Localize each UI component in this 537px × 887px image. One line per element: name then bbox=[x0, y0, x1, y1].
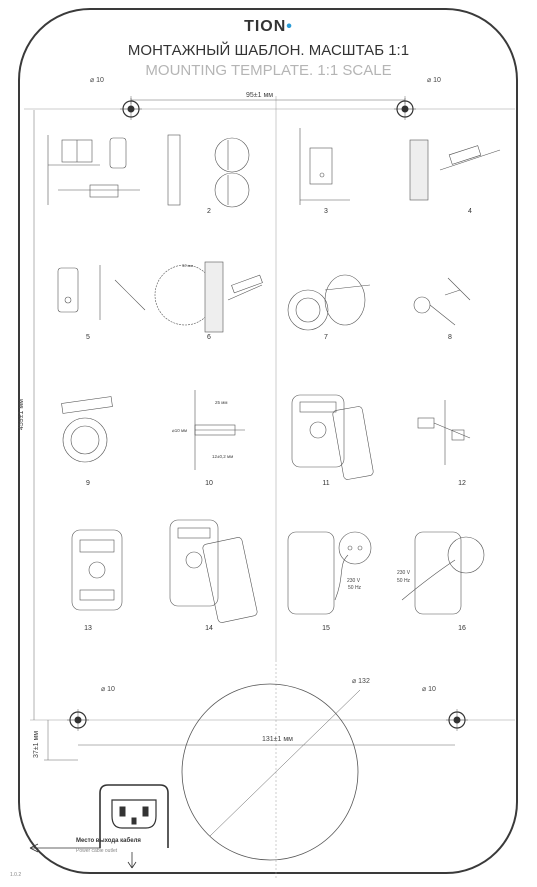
illustration-10 bbox=[194, 390, 245, 470]
illustration-3 bbox=[299, 128, 350, 205]
step-number: 7 bbox=[324, 334, 328, 341]
cable-outlet-label: Место выхода кабеля bbox=[76, 838, 141, 844]
big-hole bbox=[181, 683, 361, 861]
illustration-15 bbox=[287, 531, 372, 615]
step-number: 10 bbox=[205, 480, 213, 487]
step-number: 11 bbox=[322, 480, 330, 487]
hole-top-right bbox=[394, 98, 416, 120]
f16-hz: 50 Hz bbox=[397, 578, 411, 584]
dim-vertical-left: 459±1 мм bbox=[18, 399, 25, 430]
version-label: 1.0.2 bbox=[10, 872, 22, 878]
step-number: 8 bbox=[448, 334, 452, 341]
f10-10mm: ⌀10 мм bbox=[172, 428, 188, 433]
step-number: 5 bbox=[86, 334, 90, 341]
step-number: 15 bbox=[322, 625, 330, 632]
illustration-9 bbox=[61, 396, 113, 463]
dim-horizontal-top: 95±1 мм bbox=[246, 92, 274, 99]
hole-bottom-left bbox=[67, 709, 89, 731]
dim-vertical-bottom: 37±1 мм bbox=[33, 730, 40, 758]
step-number: 4 bbox=[468, 208, 472, 215]
hole-top-left bbox=[120, 98, 142, 120]
f15-voltage: 230 V bbox=[347, 578, 361, 584]
illustration-8 bbox=[413, 277, 471, 326]
hole-bottom-right bbox=[446, 709, 468, 731]
illustration-5 bbox=[57, 265, 146, 320]
dim-horizontal-bottom: 131±1 мм bbox=[262, 736, 293, 743]
step-number: 9 bbox=[86, 480, 90, 487]
step-number: 12 bbox=[458, 480, 466, 487]
illustration-7 bbox=[287, 274, 371, 331]
dim-hole-top-left: ⌀ 10 bbox=[90, 77, 104, 84]
cable-outlet-label-en: Power cable outlet bbox=[76, 848, 118, 854]
step-number: 6 bbox=[207, 334, 211, 341]
f10-25mm: 25 мм bbox=[215, 400, 228, 405]
illustration-12 bbox=[417, 400, 471, 465]
cable-outlet-box bbox=[29, 784, 169, 869]
illustration-1 bbox=[47, 135, 140, 205]
title-ru: МОНТАЖНЫЙ ШАБЛОН. МАСШТАБ 1:1 bbox=[127, 42, 410, 59]
illustration-2 bbox=[167, 134, 250, 208]
title-en: MOUNTING TEMPLATE. 1:1 SCALE bbox=[145, 62, 392, 79]
step-number: 2 bbox=[207, 208, 211, 215]
dim-hole-top-right: ⌀ 10 bbox=[427, 77, 441, 84]
f15-hz: 50 Hz bbox=[348, 585, 362, 591]
dim-hole-bottom-left: ⌀ 10 bbox=[101, 686, 115, 693]
illustration-16 bbox=[401, 531, 485, 615]
f16-voltage: 230 V bbox=[397, 570, 411, 576]
step-number: 3 bbox=[324, 208, 328, 215]
illustration-14 bbox=[169, 519, 258, 623]
illustration-11 bbox=[291, 394, 374, 480]
step-number: 14 bbox=[205, 625, 213, 632]
step-number: 13 bbox=[84, 625, 92, 632]
f6-30mm: 30 мм bbox=[182, 263, 194, 268]
illustration-6 bbox=[154, 261, 263, 333]
brand-logo: TION• bbox=[244, 18, 293, 35]
dim-hole-bottom-right: ⌀ 10 bbox=[422, 686, 436, 693]
f10-12mm: 12±0,2 мм bbox=[212, 454, 234, 459]
illustration-13 bbox=[71, 529, 123, 611]
dim-big-hole: ⌀ 132 bbox=[352, 678, 370, 685]
step-illustrations bbox=[47, 128, 501, 623]
template-sheet-border bbox=[18, 8, 518, 874]
step-number: 16 bbox=[458, 625, 466, 632]
illustration-4 bbox=[409, 139, 501, 201]
